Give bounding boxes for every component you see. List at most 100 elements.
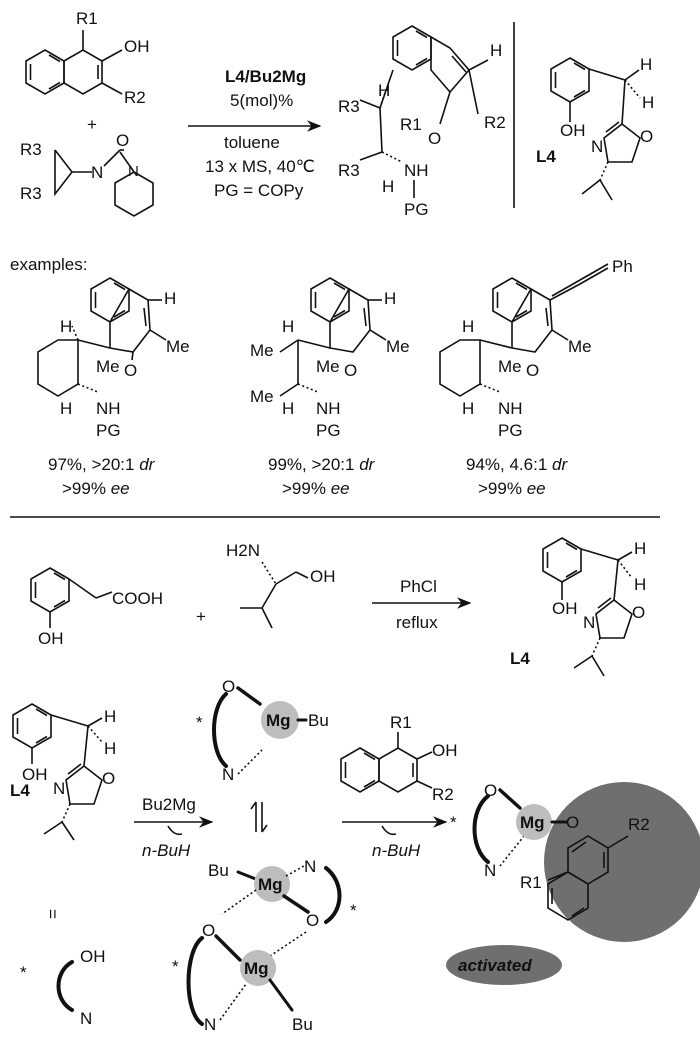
r1-label: R1	[76, 9, 98, 28]
mech-activated-n: N	[484, 861, 496, 880]
mech-dimer-bu-top: Bu	[208, 861, 229, 880]
ex2-me-right: Me	[386, 337, 410, 356]
top-product-h-lower: H	[382, 177, 394, 196]
syn-condition: reflux	[396, 613, 438, 632]
mech-dimer-n-top: N	[304, 857, 316, 876]
activated-pill	[446, 945, 562, 985]
ex1-pg: PG	[96, 421, 121, 440]
plus-sign: +	[87, 115, 97, 134]
top-product: H R2 O R1 R3 H R3 H NH PG	[338, 25, 506, 219]
ex2-me-upper: Me	[250, 341, 274, 360]
ex1-ee: >99% ee	[62, 479, 130, 498]
ex2-h-lower: H	[282, 399, 294, 418]
ex3-me-right: Me	[568, 337, 592, 356]
activated-label: activated	[458, 956, 532, 975]
mech-naph-r1: R1	[390, 713, 412, 732]
reagent-line-2: 5(mol)%	[230, 91, 293, 110]
mech-monomer-bu: Bu	[308, 711, 329, 730]
l4-top-label: L4	[536, 147, 556, 166]
ex2-me-center: Me	[316, 357, 340, 376]
l4-top-o: O	[640, 127, 653, 146]
mech-reagent-bu2mg: Bu2Mg	[142, 795, 196, 814]
mech-activated-mg: Mg	[520, 813, 545, 832]
ex3-pg: PG	[498, 421, 523, 440]
activated-naphthol-highlight	[544, 782, 700, 942]
ex3-o: O	[526, 361, 539, 380]
naphthol-reactant: R1 OH R2	[26, 9, 150, 107]
examples-heading: examples:	[10, 255, 87, 274]
aziridine-n-label: N	[91, 163, 103, 182]
ex1-h-lower: H	[60, 399, 72, 418]
mech-generic-oh: OH	[80, 947, 106, 966]
top-product-h: H	[490, 41, 502, 60]
l4-top-n: N	[591, 137, 603, 156]
syn-oh-2: OH	[310, 567, 336, 586]
mech-l4-o: O	[102, 769, 115, 788]
syn-l4-n: N	[583, 613, 595, 632]
ex1-yield-dr: 97%, >20:1 dr	[48, 455, 156, 474]
top-product-o: O	[428, 129, 441, 148]
condition-line-2: 13 x MS, 40℃	[205, 157, 315, 176]
top-reaction: R1 OH R2 + R3 R3 N O N L4/Bu2Mg 5(mol)% …	[20, 9, 654, 219]
mech-activated-o: O	[484, 781, 497, 800]
mech-dimer-bu-bottom: Bu	[292, 1015, 313, 1034]
syn-plus: +	[196, 607, 206, 626]
ex2-yield-dr: 99%, >20:1 dr	[268, 455, 376, 474]
mech-star-dimer-right: *	[350, 901, 357, 920]
mech-activated-mg-circle	[516, 804, 552, 840]
mech-monomer-mg: Mg	[266, 711, 291, 730]
ex3-ee: >99% ee	[478, 479, 546, 498]
ex3-nh: NH	[498, 399, 523, 418]
example-1-structure: H Me O Me H H NH PG	[37, 277, 190, 440]
mech-dimer-mg-top-circle	[254, 866, 290, 902]
l4-top-h1: H	[640, 55, 652, 74]
mech-l4-oh: OH	[22, 765, 48, 784]
ex2-pg: PG	[316, 421, 341, 440]
top-product-r1: R1	[400, 115, 422, 134]
syn-cooh: COOH	[112, 589, 163, 608]
syn-l4-oh: OH	[552, 599, 578, 618]
ex3-h-lower: H	[462, 399, 474, 418]
ex2-h-upper: H	[282, 317, 294, 336]
mech-naph-oh: OH	[432, 741, 458, 760]
mech-l4-label: L4	[10, 781, 30, 800]
mech-byproduct-2: n-BuH	[372, 841, 421, 860]
syn-oh: OH	[38, 629, 64, 648]
mech-dimer-n-bottom: N	[204, 1015, 216, 1034]
mech-dimer-mg-bottom: Mg	[244, 959, 269, 978]
syn-l4-h1: H	[634, 539, 646, 558]
mech-l4-h1: H	[104, 707, 116, 726]
condition-line-3: PG = COPy	[214, 181, 304, 200]
ex2-ee: >99% ee	[282, 479, 350, 498]
pyridine-n-label: N	[128, 163, 139, 180]
mech-naph-r2: R2	[432, 785, 454, 804]
ex1-nh: NH	[96, 399, 121, 418]
ligand-l4-top: OH H H N O L4	[536, 55, 654, 201]
top-product-r3-lower: R3	[338, 161, 360, 180]
syn-l4-label: L4	[510, 649, 530, 668]
aziridine-reactant: R3 R3 N O N	[20, 131, 154, 217]
ex2-nh: NH	[316, 399, 341, 418]
ex2-me-lower: Me	[250, 387, 274, 406]
mech-activated-o2: O	[566, 813, 579, 832]
ex1-o: O	[124, 361, 137, 380]
l4-top-h2: H	[642, 93, 654, 112]
syn-reagent: PhCl	[400, 577, 437, 596]
ex1-me-right: Me	[166, 337, 190, 356]
mech-dimer-o-right: O	[306, 911, 319, 930]
example-3-structure: Ph Me O Me H H NH PG	[439, 257, 633, 440]
ex1-me-center: Me	[96, 357, 120, 376]
r3-upper-label: R3	[20, 140, 42, 159]
condition-line-1: toluene	[224, 133, 280, 152]
ex3-h-upper: H	[462, 317, 474, 336]
mech-byproduct-1: n-BuH	[142, 841, 191, 860]
top-product-nh: NH	[404, 161, 429, 180]
top-product-r3-upper: R3	[338, 97, 360, 116]
top-product-h-upper: H	[378, 81, 390, 100]
ex3-me-center: Me	[498, 357, 522, 376]
carbonyl-o-label: O	[116, 131, 129, 150]
mech-generic-n: N	[80, 1009, 92, 1028]
mech-l4-n: N	[53, 779, 65, 798]
example-2-structure: H Me O Me Me Me H H NH PG	[250, 277, 410, 440]
